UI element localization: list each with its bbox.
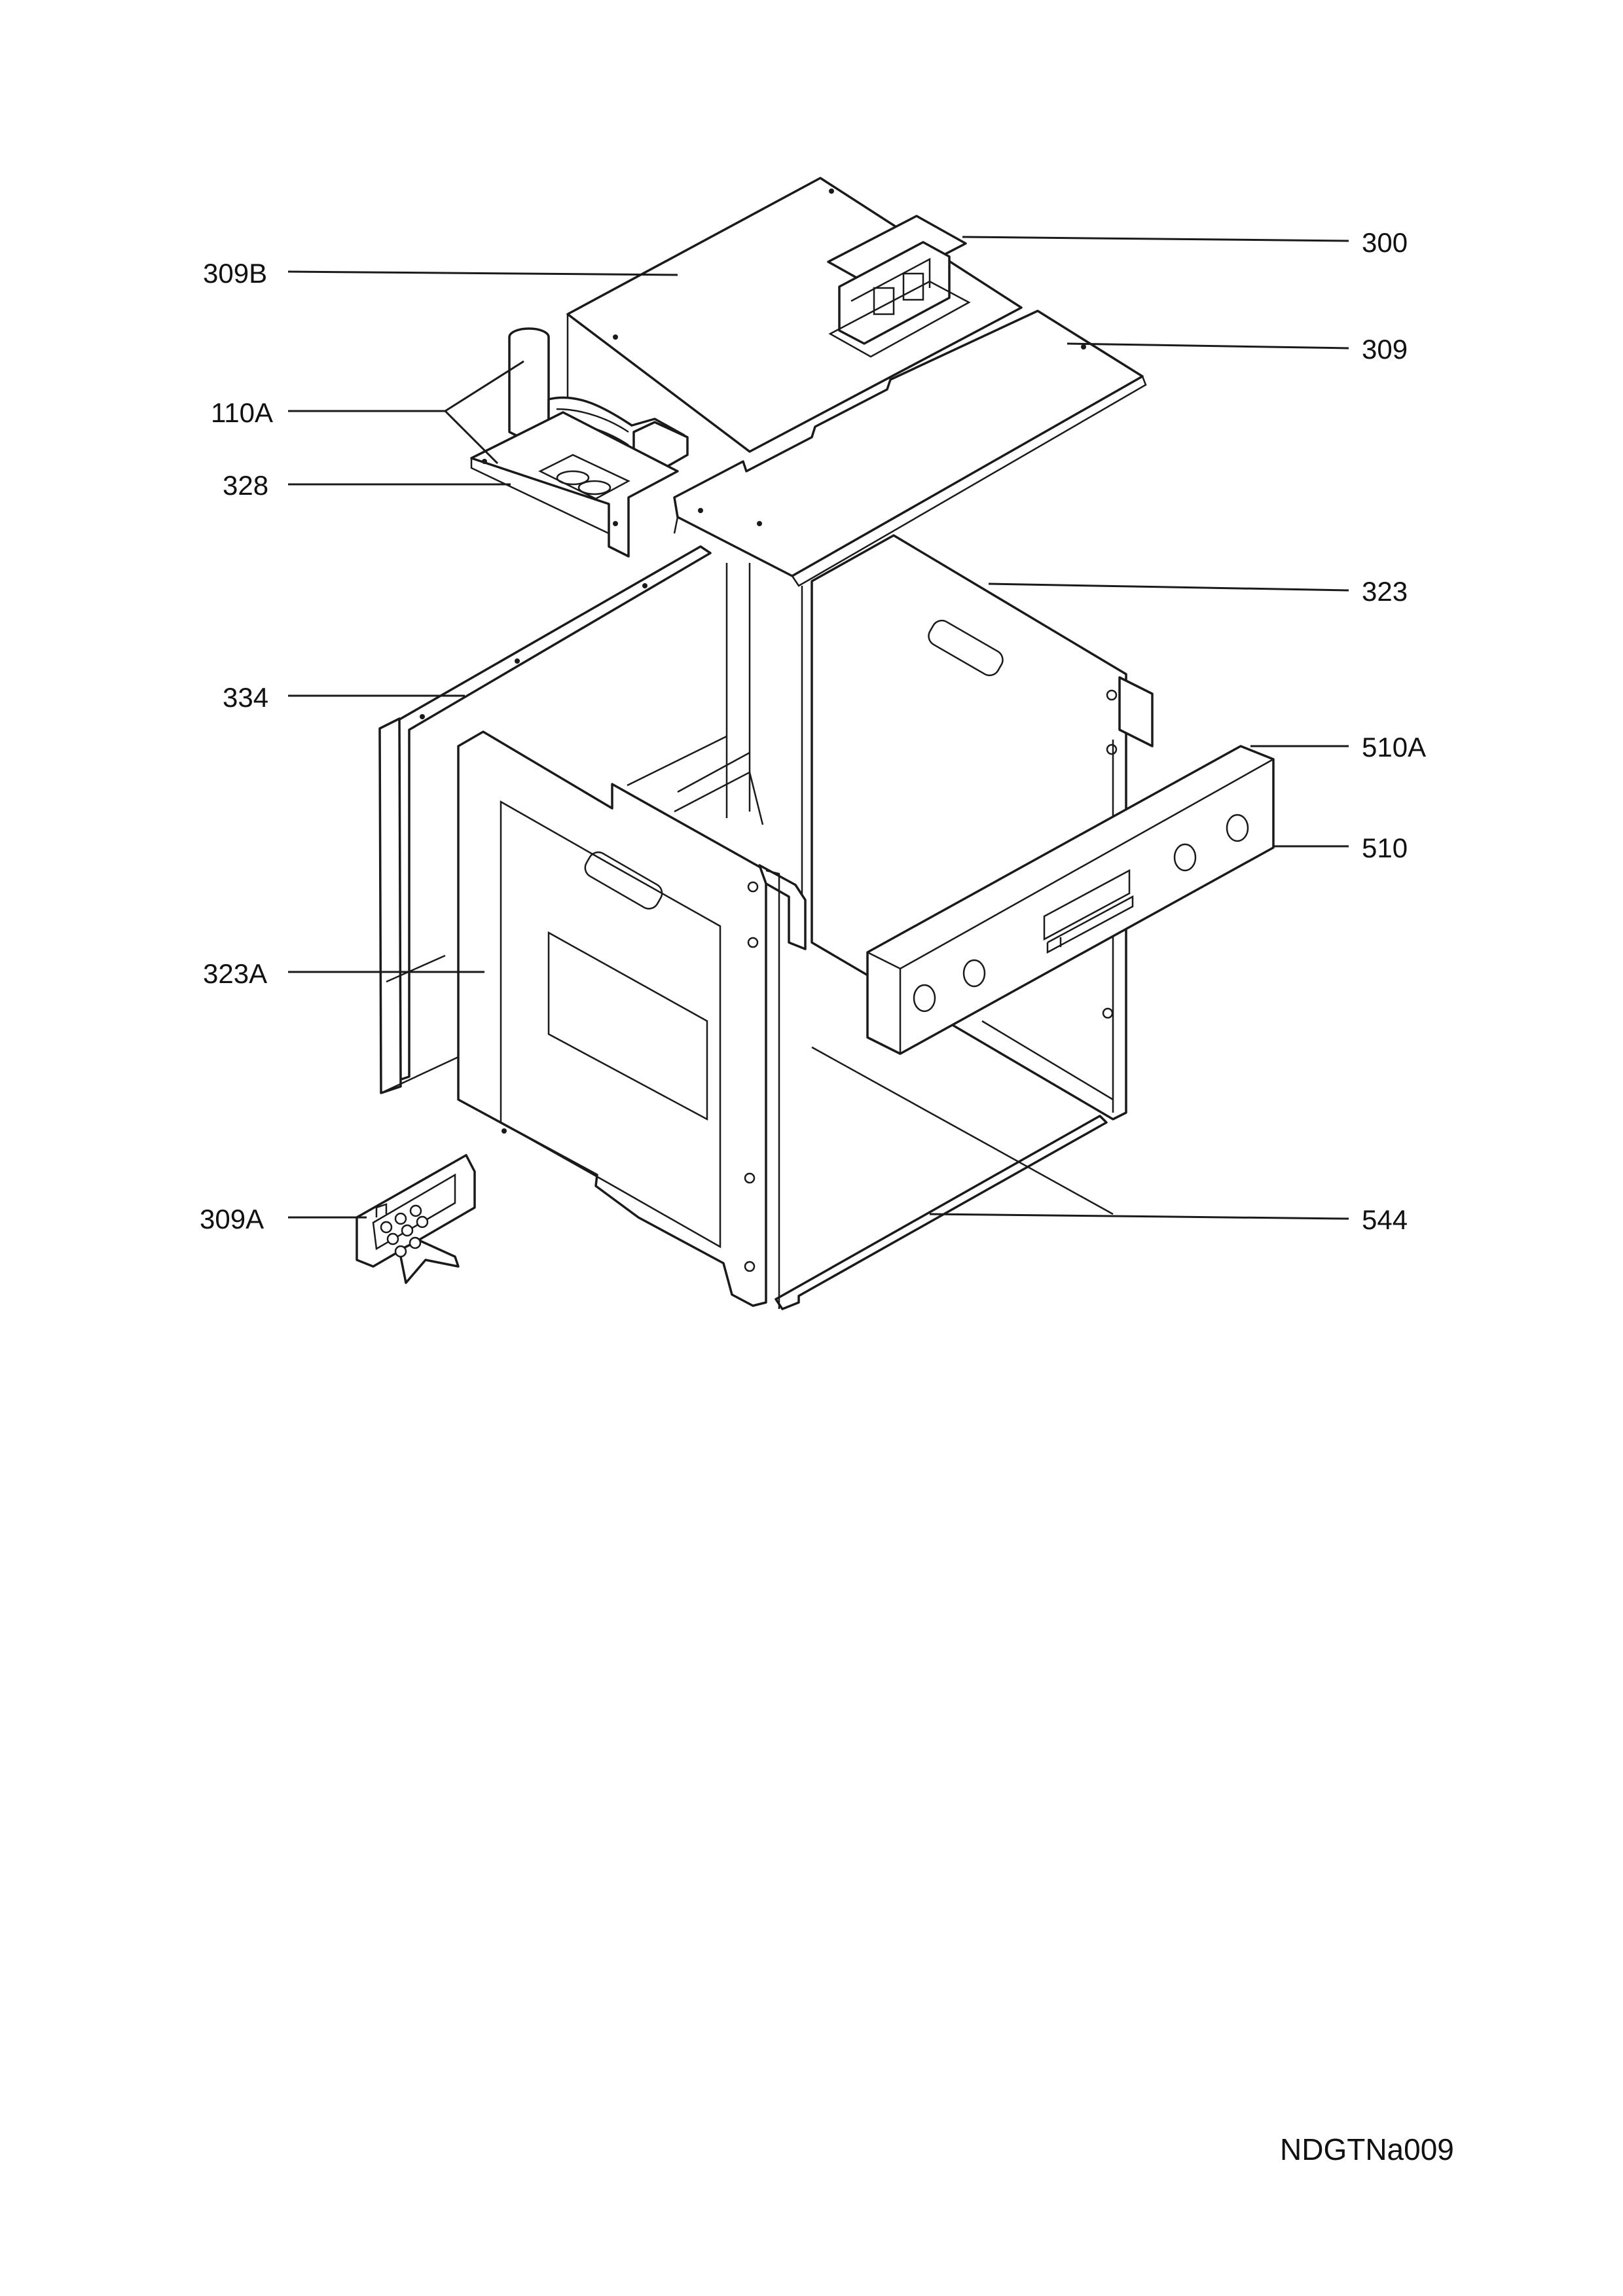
label-110a: 110A	[211, 397, 273, 428]
label-544: 544	[1362, 1204, 1408, 1235]
bottom-plate-544	[775, 1020, 1114, 1310]
control-panel-510	[866, 745, 1275, 1055]
plate-309a	[356, 1154, 476, 1284]
part-labels: 300 309B 309 110A 328 323 334 510A 510 3…	[200, 227, 1426, 1235]
label-334: 334	[223, 682, 268, 713]
front-frame-323a	[457, 730, 807, 1309]
left-frame-334	[378, 545, 712, 1094]
label-309: 309	[1362, 334, 1408, 365]
label-300: 300	[1362, 227, 1408, 258]
label-309a: 309A	[200, 1204, 264, 1234]
label-323: 323	[1362, 576, 1408, 607]
leader-lines	[287, 236, 1349, 1220]
bracket-328	[470, 411, 679, 558]
label-309b: 309B	[203, 258, 267, 289]
label-510a: 510A	[1362, 732, 1426, 762]
vent-grille-300	[827, 215, 971, 358]
drawing-code: NDGTNa009	[1280, 2132, 1454, 2166]
duct-assembly-110a	[508, 327, 689, 469]
top-cover-309	[673, 310, 1147, 587]
label-328: 328	[223, 470, 268, 501]
label-323a: 323A	[203, 958, 267, 989]
label-510: 510	[1362, 833, 1408, 863]
